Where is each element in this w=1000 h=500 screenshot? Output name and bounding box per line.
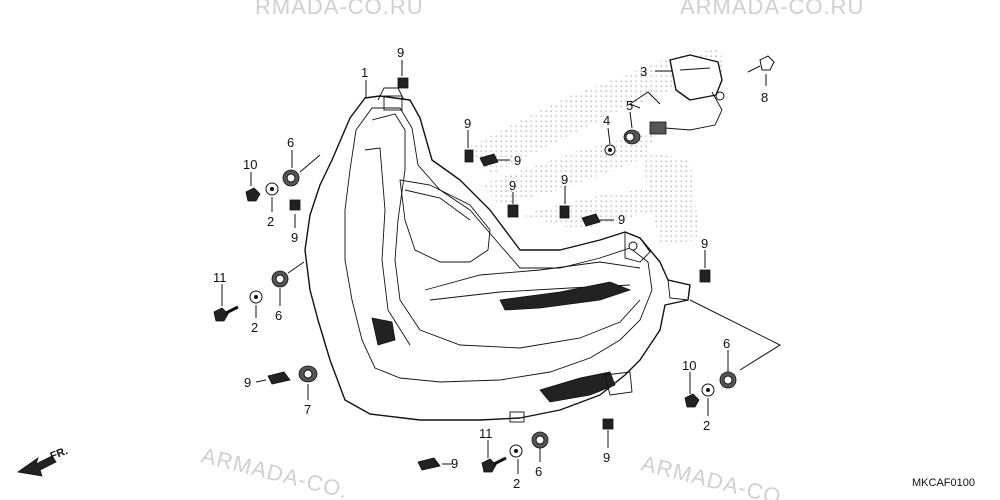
label-part-7: 7 [304,402,311,417]
leader-lines [221,60,782,474]
grommet-part-5 [623,129,641,145]
label-part-8: 8 [761,90,768,105]
label-part-6-bottom: 6 [535,464,542,479]
nut-part-10-right [684,393,700,408]
drawing-code: MKCAF0100 [912,477,975,489]
label-part-9-upper-center-b: 9 [514,153,521,168]
label-part-5: 5 [626,98,633,113]
clip-part-9-center [507,204,519,218]
adjuster-bracket-part-3 [649,54,725,135]
watermark-top: RMADA-CO.RU [255,0,424,19]
label-part-9-left-mid: 9 [291,230,298,245]
grommet-part-6-left-lower [271,270,289,288]
label-part-9-center-right: 9 [561,172,568,187]
clip-part-9-top [397,77,409,89]
label-part-2-upper-left: 2 [267,214,274,229]
label-part-9-bottom-right: 9 [603,450,610,465]
label-part-2-bottom: 2 [513,476,520,491]
grommet-part-6-upper-left [282,169,300,187]
washer-part-2-right [701,383,715,397]
clip-part-9-lower-left [267,371,291,385]
label-part-4: 4 [603,113,610,128]
grommet-part-6-bottom [531,431,549,449]
clip-part-9-left-mid [289,199,301,211]
headlight-assembly [304,87,691,423]
label-part-9-center: 9 [509,178,516,193]
washer-part-2-left-lower [249,290,263,304]
label-part-10-upper-left: 10 [243,157,257,172]
label-part-11-left: 11 [213,270,227,285]
part-number-labels: 1 9 3 5 4 8 6 10 2 9 11 2 6 9 7 9 9 9 9 … [213,45,768,491]
clip-part-9-upper-center-b [479,153,499,167]
nut-part-10-upper-left [245,187,261,202]
label-part-6-left-lower: 6 [275,308,282,323]
label-part-3: 3 [640,64,647,79]
front-label: FR. [49,445,70,463]
washer-part-2-upper-left [265,182,279,196]
label-part-9-upper-center: 9 [464,116,471,131]
label-part-9-center-right-b: 9 [618,212,625,227]
label-part-2-left-lower: 2 [251,320,258,335]
watermark-bottom-right: ARMADA-CO [639,451,784,500]
label-part-9-right: 9 [701,236,708,251]
watermark-bottom-left: ARMADA-CO. [199,443,351,500]
label-part-9-top: 9 [397,45,404,60]
grommet-part-6-right [719,371,737,389]
label-part-10-right: 10 [682,358,696,373]
clip-part-9-center-right [559,205,570,219]
watermark-top-right: ARMADA-CO.RU [680,0,864,19]
front-direction-indicator: FR. [16,445,70,477]
nut-part-4 [604,144,616,156]
clip-part-9-right [699,269,711,283]
label-part-9-bottom-left: 9 [451,456,458,471]
label-part-2-right: 2 [703,418,710,433]
label-part-9-lower-left: 9 [244,375,251,390]
bolt-part-11-bottom [481,456,507,473]
clip-part-9-bottom-right [602,418,614,430]
bolt-part-11-left [213,305,239,322]
grommet-part-7 [298,365,318,383]
washer-part-2-bottom [509,444,523,458]
label-part-1: 1 [361,65,368,80]
clip-part-9-center-right-b [581,213,601,227]
label-part-6-upper-left: 6 [287,135,294,150]
clip-part-9-upper-center [464,149,474,163]
clip-part-9-bottom-left [417,457,441,471]
label-part-6-right: 6 [723,336,730,351]
bolt-part-8 [747,55,775,73]
label-part-11-bottom: 11 [479,426,493,441]
front-arrow-icon [16,455,57,477]
